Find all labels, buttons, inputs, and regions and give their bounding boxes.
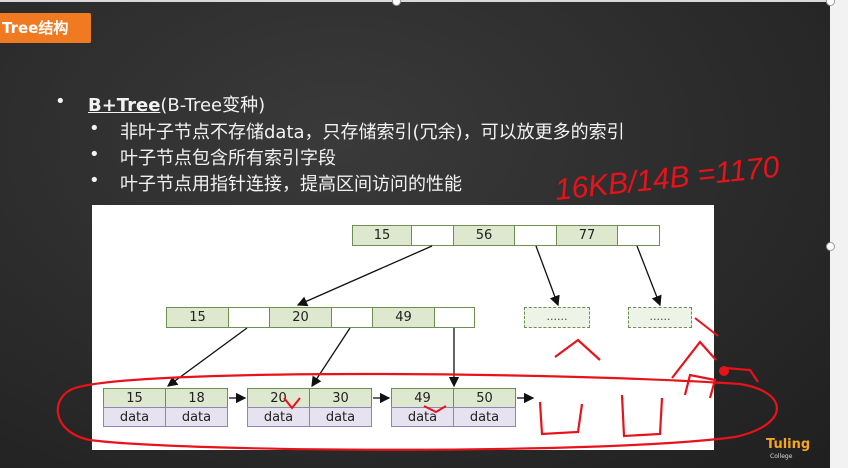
bullet-main-bold: B+Tree xyxy=(88,95,161,116)
brand-logo: Tuling xyxy=(766,437,811,452)
hand-drawn-mark xyxy=(554,338,601,361)
edge-root-to-ellipsis xyxy=(636,245,662,307)
hand-drawn-mark xyxy=(671,340,717,379)
editor-scroll-strip[interactable] xyxy=(830,0,848,468)
hand-drawn-mark xyxy=(724,366,759,383)
sub-bullet-text: 叶子节点用指针连接，提高区间访问的性能 xyxy=(120,174,462,195)
sub-bullet-dot: • xyxy=(89,170,100,191)
check-mark xyxy=(283,397,301,410)
leaf-row-circle xyxy=(56,372,778,451)
leaf-key: 15 xyxy=(103,388,166,408)
leaf-data: data xyxy=(247,407,310,427)
internal-key-20: 20 xyxy=(269,307,332,328)
edge-internal-to-leaf xyxy=(311,327,351,388)
hand-drawn-mark xyxy=(694,317,719,337)
brand-logo-sub: College xyxy=(770,453,793,460)
leaf-data: data xyxy=(391,407,454,427)
handwritten-calculation: 16KB/14B =1170 xyxy=(553,151,781,207)
sub-bullet-dot: • xyxy=(89,118,100,139)
hand-drawn-mark xyxy=(538,401,584,436)
ellipsis-node: ...... xyxy=(628,307,692,328)
hand-drawn-mark xyxy=(683,373,717,399)
tree-edges xyxy=(166,245,662,404)
pen-dot xyxy=(719,366,729,376)
resize-handle-right[interactable] xyxy=(826,242,835,251)
leaf-data: data xyxy=(165,407,228,427)
ellipsis-node: ...... xyxy=(524,307,590,328)
sub-bullet-text: 非叶子节点不存储data，只存储索引(冗余)，可以放更多的索引 xyxy=(120,122,625,143)
internal-pointer-slot xyxy=(434,307,475,328)
internal-key-15: 15 xyxy=(166,307,229,328)
resize-handle-top-right[interactable] xyxy=(826,0,835,6)
bplus-tree-diagram: 15 56 77 15 20 49 ...... ...... 15 18 da… xyxy=(92,205,714,450)
edge-root-to-ellipsis xyxy=(535,245,560,307)
root-key-15: 15 xyxy=(352,225,412,246)
slide-top-border xyxy=(0,0,830,2)
root-pointer-slot xyxy=(617,225,660,246)
leaf-data: data xyxy=(453,407,516,427)
sub-bullet-text: 叶子节点包含所有索引字段 xyxy=(120,148,336,169)
bullet-main-rest: (B-Tree变种) xyxy=(160,95,266,116)
edge-root-to-internal xyxy=(296,245,433,307)
leaf-data: data xyxy=(309,407,372,427)
bullet-main-dot: • xyxy=(55,91,66,112)
resize-handle-top[interactable] xyxy=(392,0,401,6)
leaf-key: 30 xyxy=(309,388,372,408)
check-mark xyxy=(423,405,447,414)
hand-drawn-mark xyxy=(620,394,664,438)
leaf-data: data xyxy=(103,407,166,427)
section-title-tag: Tree结构 xyxy=(0,13,91,43)
sub-bullet-dot: • xyxy=(89,144,100,165)
